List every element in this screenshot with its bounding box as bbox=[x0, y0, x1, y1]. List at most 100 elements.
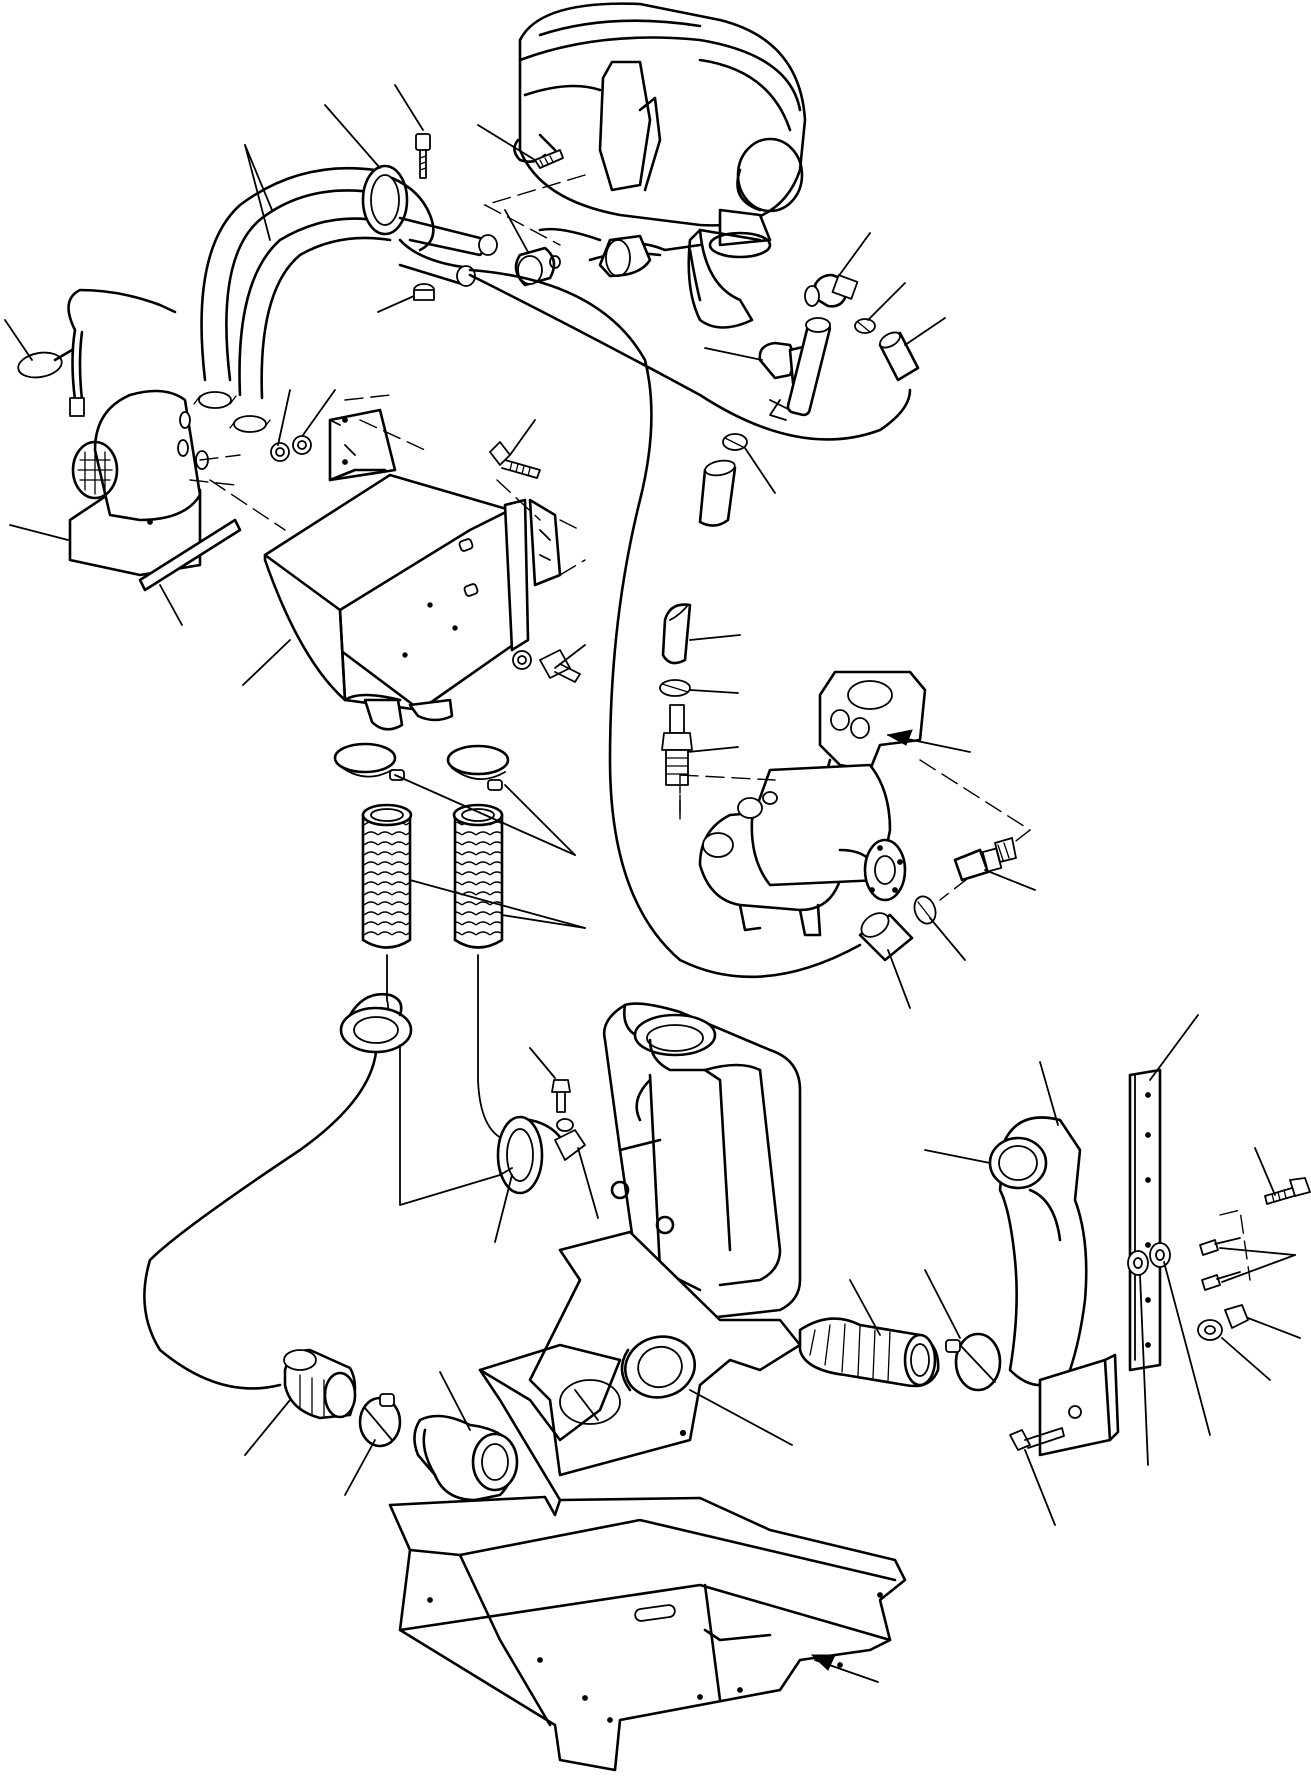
clamp-right bbox=[913, 895, 937, 925]
screws-right bbox=[1199, 1209, 1251, 1291]
leader-elbow-duct-right-b bbox=[924, 1149, 991, 1164]
leader-small-clamp bbox=[867, 282, 906, 321]
elbow-fitting-upper bbox=[804, 273, 859, 308]
clamp-lower-middle bbox=[659, 679, 691, 697]
hose-right-short bbox=[858, 912, 914, 962]
corrugated-hose-lower bbox=[283, 1348, 357, 1420]
leader-clip-upper bbox=[504, 209, 529, 253]
leader-hose-clamps-a bbox=[394, 774, 576, 856]
corrugated-duct-left bbox=[361, 803, 413, 949]
leader-corrugated-hose-right bbox=[849, 1279, 881, 1336]
leader-nipple-right bbox=[984, 869, 1036, 891]
leader-clamp-lower-middle bbox=[689, 689, 739, 694]
hose-clamp-right-large bbox=[945, 1332, 1002, 1392]
hose-clip-upper bbox=[514, 246, 561, 287]
leader-hose-clamps-b bbox=[504, 784, 576, 856]
angled-hose-end bbox=[661, 603, 692, 665]
center-line-right bbox=[477, 954, 506, 1141]
leader-heater-case bbox=[242, 639, 291, 686]
air-cleaner bbox=[483, 2, 807, 329]
hose-middle bbox=[698, 459, 737, 527]
elbow-duct-lower bbox=[413, 1414, 519, 1502]
leader-elbow-duct-lower bbox=[439, 1371, 471, 1431]
washer-pair-right bbox=[1127, 1242, 1171, 1276]
hose-lower-left-loop bbox=[143, 1050, 378, 1390]
leader-clamp-hose-a bbox=[277, 389, 291, 446]
duct-collar bbox=[620, 1335, 696, 1399]
hose-clamps-pair bbox=[333, 742, 510, 791]
long-hoses bbox=[468, 268, 912, 979]
leader-nipple bbox=[687, 746, 739, 753]
leader-tee-valve bbox=[704, 347, 763, 361]
nipple-fitting bbox=[661, 704, 693, 786]
leader-hoses-upper-b bbox=[244, 144, 271, 241]
water-pump-housing bbox=[679, 670, 1032, 937]
short-hose-upper bbox=[878, 331, 920, 382]
leader-bolt-case-top bbox=[509, 419, 536, 456]
clamp-middle bbox=[722, 433, 748, 451]
grommet-lower bbox=[339, 992, 413, 1054]
leader-clip-lower bbox=[577, 1147, 599, 1219]
corrugated-hose-right bbox=[798, 1317, 940, 1388]
leader-nut-right-b bbox=[1221, 1337, 1271, 1381]
leader-bolt-right-top bbox=[1254, 1147, 1276, 1196]
nipple-lower-right bbox=[953, 837, 1017, 882]
leader-grommet-upper bbox=[324, 104, 381, 169]
leader-nut-top bbox=[377, 295, 415, 313]
leader-clamp-hose-b bbox=[302, 389, 336, 436]
leader-hose-right bbox=[887, 949, 911, 1009]
leader-duct-b bbox=[501, 914, 586, 929]
seal-strip bbox=[138, 518, 242, 592]
bolt-case-side bbox=[512, 649, 581, 683]
leader-nut-right-a bbox=[1247, 1317, 1301, 1339]
leader-bolt-top bbox=[394, 84, 424, 131]
leader-clamp-right bbox=[929, 917, 966, 961]
leader-bolt-case-side bbox=[554, 644, 586, 669]
heater-unit bbox=[602, 1002, 802, 1322]
leader-hoses-upper-a bbox=[244, 144, 273, 211]
wire-harness bbox=[17, 288, 177, 417]
leader-washer-a bbox=[1163, 1261, 1211, 1436]
nut-right bbox=[1197, 1304, 1249, 1341]
grommet-lower-center bbox=[496, 1115, 586, 1195]
nuts-left bbox=[270, 435, 312, 462]
heater-case bbox=[263, 394, 586, 731]
leader-bracket-plate bbox=[1149, 1014, 1199, 1081]
bolt-top bbox=[415, 133, 431, 179]
leader-blower-motor bbox=[9, 524, 69, 541]
leader-washer-b bbox=[1139, 1274, 1149, 1466]
floor-cover-plate bbox=[388, 1495, 907, 1772]
leader-elbow-duct-right bbox=[1039, 1061, 1059, 1126]
tee-valve bbox=[758, 317, 832, 421]
elbow-duct-right bbox=[988, 1116, 1088, 1387]
small-clamp-upper bbox=[854, 318, 876, 334]
bolt-lower bbox=[551, 1079, 574, 1132]
leader-screws-right-b bbox=[1221, 1254, 1296, 1283]
leader-duct-collar bbox=[689, 1389, 793, 1446]
support-bracket bbox=[1038, 1353, 1120, 1457]
leader-angled-hose bbox=[689, 634, 741, 641]
leader-seal-strip bbox=[159, 584, 183, 626]
arrow-water-pump bbox=[886, 729, 913, 746]
leader-corrugated-hose-lower bbox=[244, 1399, 291, 1456]
hose-clamp-lower-left bbox=[358, 1393, 402, 1448]
leader-bolt-lower bbox=[529, 1047, 556, 1079]
leader-grommet-pair-b bbox=[499, 1167, 513, 1176]
leader-clamp-middle bbox=[744, 447, 776, 494]
leader-screws-right-a bbox=[1219, 1247, 1296, 1256]
leader-duct-a bbox=[409, 879, 586, 929]
heater-hoses-upper bbox=[193, 164, 498, 433]
blower-motor bbox=[68, 389, 286, 577]
leader-wire-clip bbox=[4, 319, 33, 361]
leader-bolt-bottom-right bbox=[1024, 1449, 1056, 1526]
leader-clamp-right-large bbox=[924, 1269, 961, 1339]
grommet-upper bbox=[361, 164, 409, 236]
arrow-floor-cover bbox=[810, 1654, 836, 1671]
corrugated-duct-right bbox=[452, 803, 504, 949]
leader-air-cleaner-bolt bbox=[477, 124, 536, 161]
leader-grommet-pair-a bbox=[399, 1044, 501, 1206]
bolt-bottom-right bbox=[1009, 1427, 1065, 1451]
bolt-right-top bbox=[1264, 1177, 1311, 1205]
